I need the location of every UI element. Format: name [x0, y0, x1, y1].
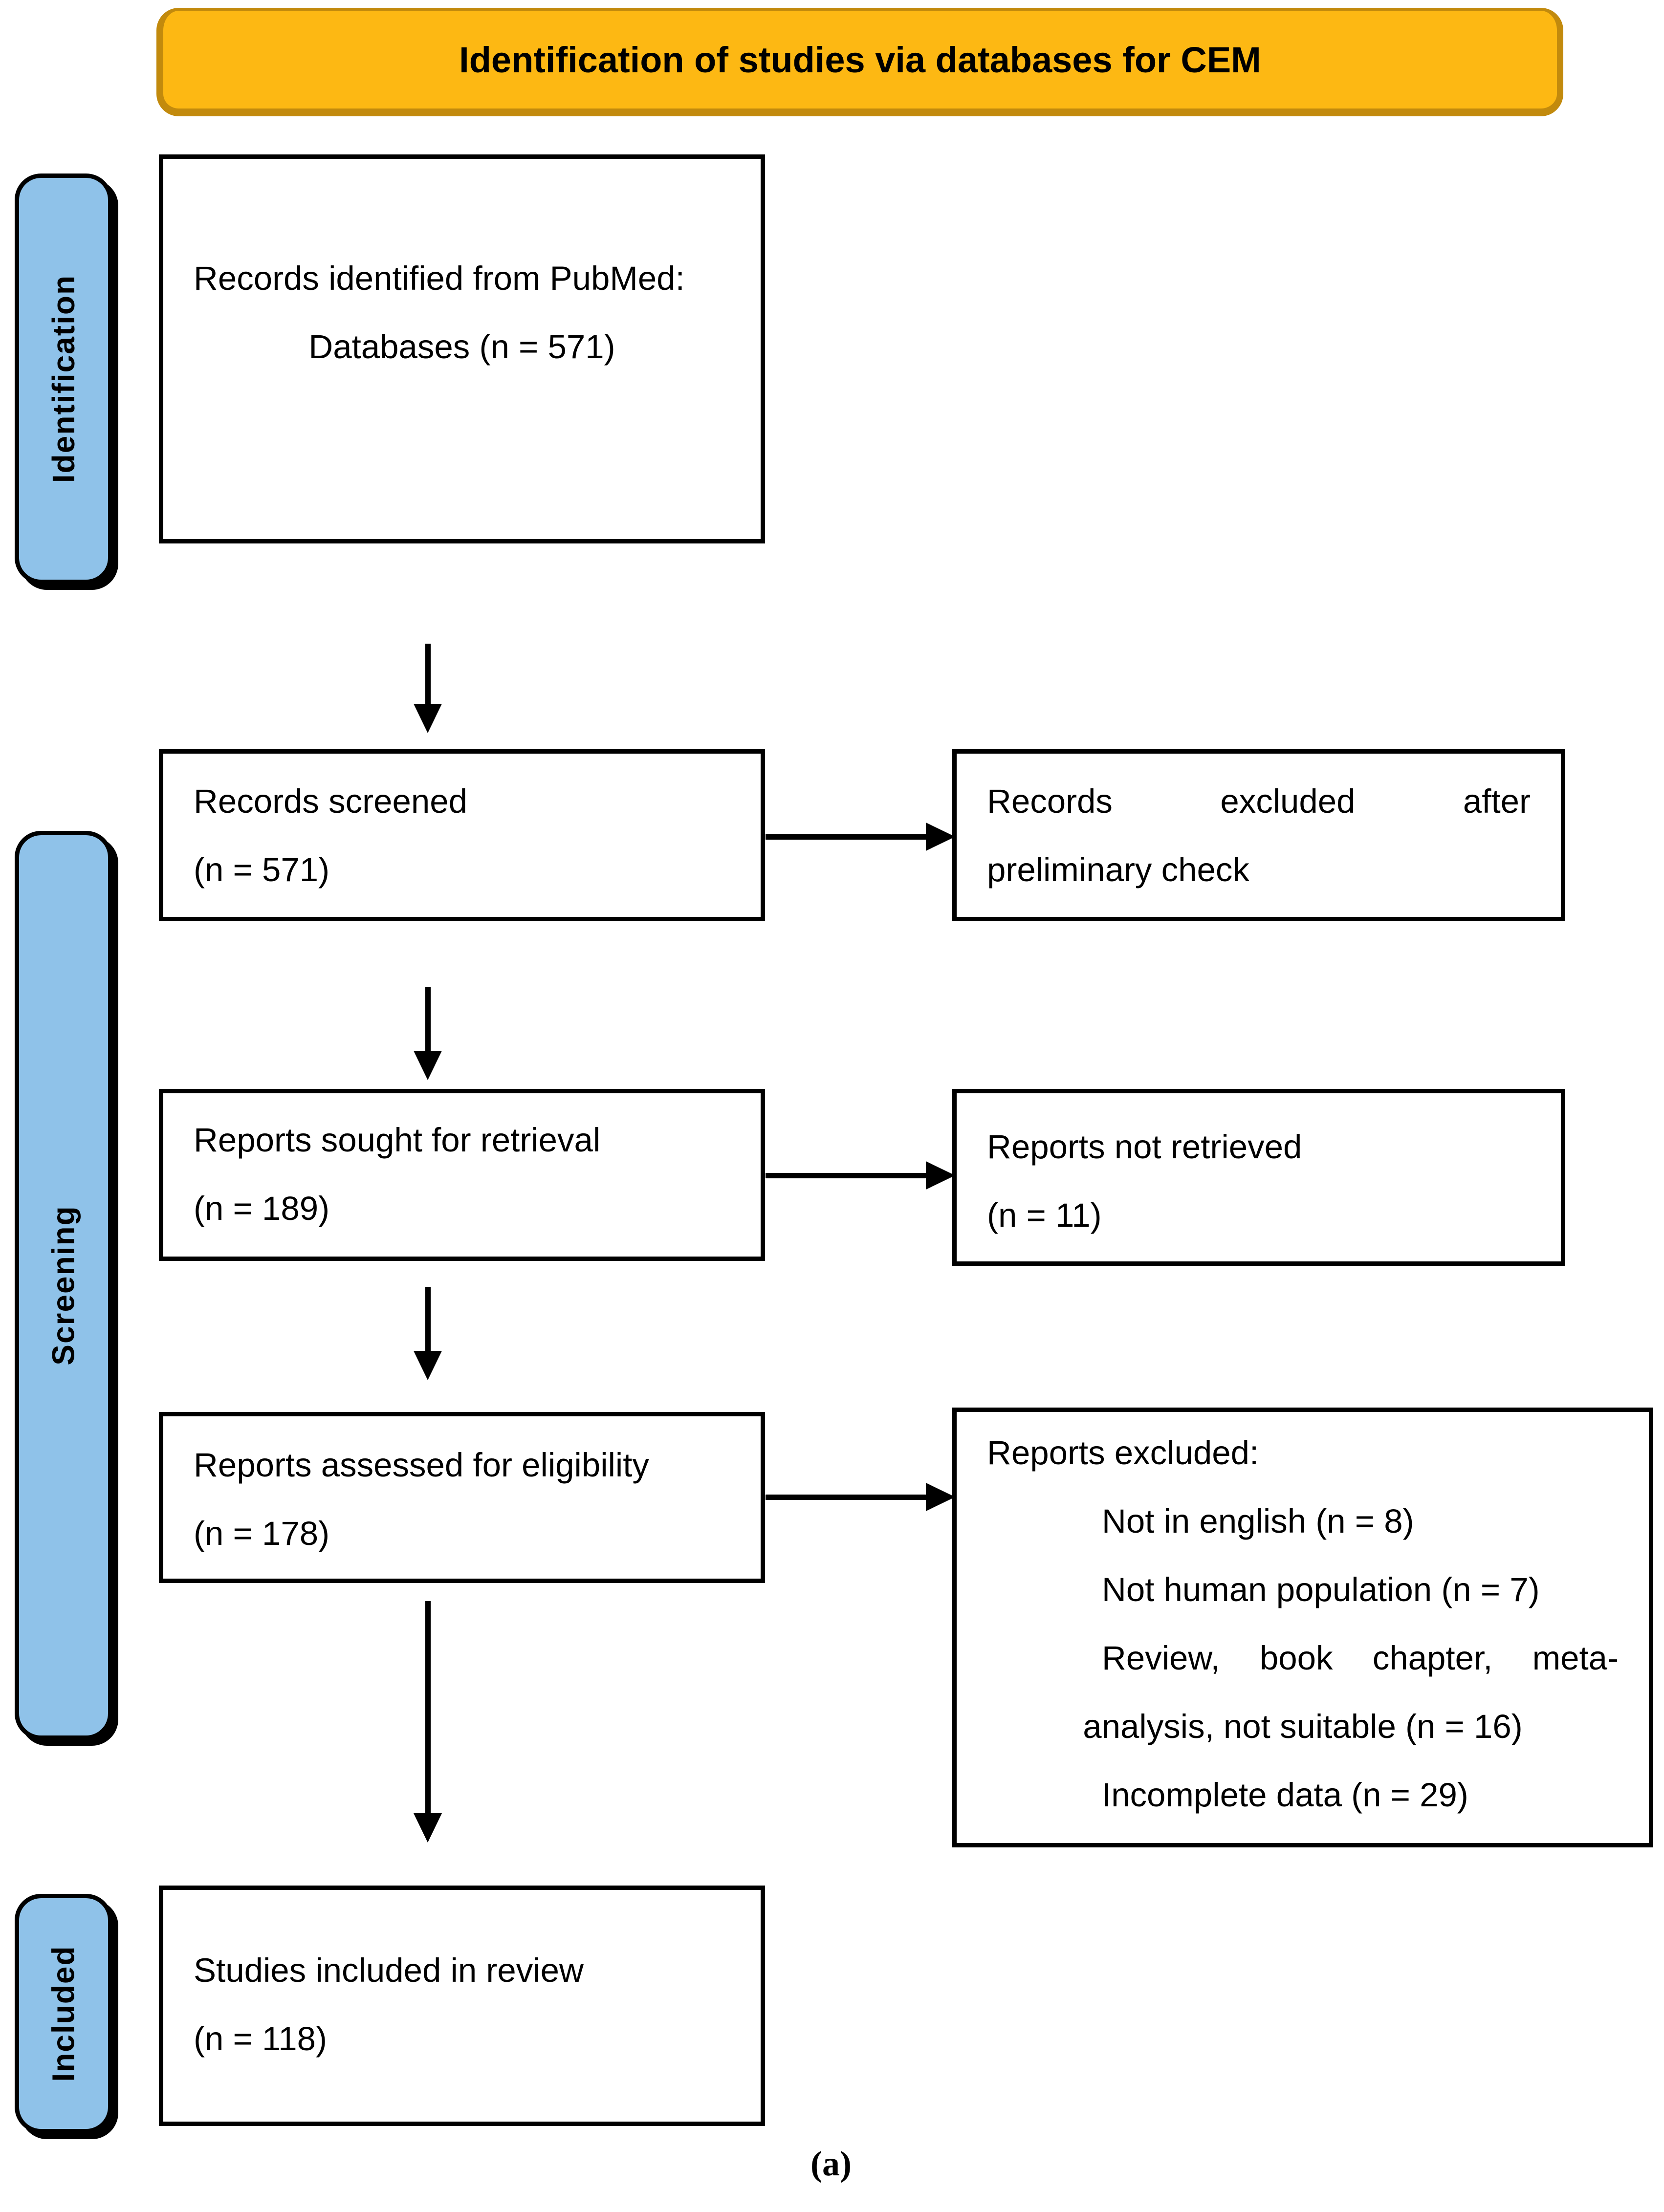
box-line: (n = 118)	[194, 2020, 327, 2058]
stage-pill-identification: Identification	[15, 173, 112, 584]
box-reports-sought: Reports sought for retrieval (n = 189)	[159, 1089, 765, 1261]
box-studies-included: Studies included in review (n = 118)	[159, 1886, 765, 2126]
diagram-title: Identification of studies via databases …	[459, 39, 1261, 80]
arrow-head-icon	[926, 1161, 955, 1190]
arrow-head-icon	[414, 1351, 442, 1380]
box-line: Reports sought for retrieval	[194, 1121, 601, 1159]
arrow-shaft	[766, 1173, 928, 1178]
box-line: Studies included in review	[194, 1952, 584, 1989]
box-reports-excluded: Reports excluded: Not in english (n = 8)…	[952, 1408, 1653, 1847]
box-line: Not human population (n = 7)	[1102, 1571, 1540, 1608]
box-line: Reports excluded:	[987, 1434, 1259, 1472]
box-reports-not-retrieved: Reports not retrieved (n = 11)	[952, 1089, 1565, 1266]
stage-label-identification: Identification	[46, 274, 81, 483]
stage-pill-screening: Screening	[15, 831, 112, 1740]
box-line: (n = 189)	[194, 1190, 330, 1227]
box-line: Incomplete data (n = 29)	[1102, 1776, 1468, 1814]
box-line: Review, book chapter, meta-	[987, 1624, 1619, 1692]
box-line: (n = 178)	[194, 1515, 330, 1552]
title-banner: Identification of studies via databases …	[156, 8, 1563, 116]
arrow-shaft	[766, 834, 928, 840]
box-line: analysis, not suitable (n = 16)	[1083, 1708, 1523, 1745]
arrow-shaft	[425, 1287, 431, 1352]
box-line: (n = 11)	[987, 1196, 1102, 1234]
word: after	[1463, 782, 1531, 820]
box-records-excluded-preliminary: Records excluded after preliminary check	[952, 749, 1565, 921]
word: meta-	[1532, 1639, 1619, 1677]
box-line: Records excluded after	[987, 767, 1531, 836]
arrow-head-icon	[414, 1051, 442, 1080]
figure-caption: (a)	[810, 2144, 852, 2183]
arrow-shaft	[425, 1601, 431, 1814]
word: book	[1259, 1639, 1333, 1677]
arrow-shaft	[425, 987, 431, 1052]
arrow-head-icon	[926, 823, 955, 851]
box-line: Databases (n = 571)	[308, 328, 615, 366]
word: Review,	[1102, 1639, 1220, 1677]
stage-label-screening: Screening	[46, 1205, 81, 1366]
box-records-identified: Records identified from PubMed: Database…	[159, 154, 765, 543]
stage-label-included: Included	[46, 1945, 81, 2082]
word: excluded	[1220, 782, 1356, 820]
box-records-screened: Records screened (n = 571)	[159, 749, 765, 921]
box-line: Records screened	[194, 782, 467, 820]
arrow-head-icon	[926, 1483, 955, 1511]
word: chapter,	[1372, 1639, 1493, 1677]
arrow-head-icon	[414, 704, 442, 733]
box-line: Reports assessed for eligibility	[194, 1446, 649, 1484]
box-line: preliminary check	[987, 851, 1249, 889]
arrow-shaft	[425, 644, 431, 705]
box-line: Not in english (n = 8)	[1102, 1502, 1414, 1540]
box-line: Reports not retrieved	[987, 1128, 1302, 1166]
box-line: (n = 571)	[194, 851, 330, 889]
box-line: Records identified from PubMed:	[194, 260, 685, 297]
box-reports-assessed: Reports assessed for eligibility (n = 17…	[159, 1412, 765, 1583]
stage-pill-included: Included	[15, 1894, 112, 2133]
arrow-shaft	[766, 1495, 928, 1500]
arrow-head-icon	[414, 1813, 442, 1843]
word: Records	[987, 782, 1113, 820]
